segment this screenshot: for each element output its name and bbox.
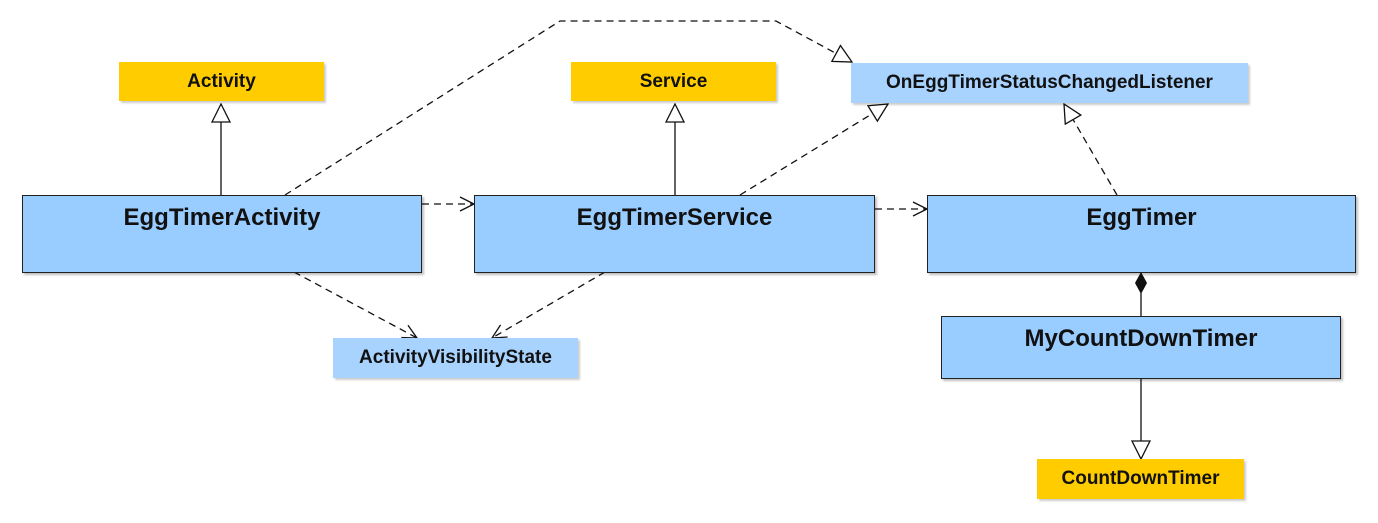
eggtimer-class-name: EggTimer xyxy=(1086,204,1197,231)
activity-listener-realization xyxy=(284,20,852,196)
listener-interface-label: OnEggTimerStatusChangedListener xyxy=(886,72,1213,93)
visibility-state-box: ActivityVisibilityState xyxy=(333,338,578,378)
countdowntimer-class-label: CountDownTimer xyxy=(1061,468,1220,489)
service-listener-realization xyxy=(739,104,888,196)
activity-class-label: Activity xyxy=(187,70,256,92)
eggtimeractivity-class-name: EggTimerActivity xyxy=(123,204,321,231)
service-class-box: Service xyxy=(571,62,776,101)
eggtimerservice-class-name: EggTimerService xyxy=(576,204,773,231)
countdowntimer-class-box: CountDownTimer xyxy=(1037,459,1244,499)
eggtimeractivity-class-box: EggTimerActivity xyxy=(22,195,422,273)
activity-visibility-dependency xyxy=(293,271,417,338)
eggtimer-listener-realization xyxy=(1064,104,1118,196)
listener-interface-box: OnEggTimerStatusChangedListener xyxy=(851,63,1248,103)
mycountdowntimer-class-name: MyCountDownTimer xyxy=(1024,325,1258,352)
eggtimerservice-class-box: EggTimerService xyxy=(474,195,875,273)
service-visibility-dependency xyxy=(492,271,606,338)
visibility-state-label: ActivityVisibilityState xyxy=(359,347,552,368)
mycountdowntimer-class-box: MyCountDownTimer xyxy=(941,316,1341,379)
service-class-label: Service xyxy=(639,70,708,92)
activity-class-box: Activity xyxy=(119,62,324,101)
eggtimer-class-box: EggTimer xyxy=(927,195,1356,273)
